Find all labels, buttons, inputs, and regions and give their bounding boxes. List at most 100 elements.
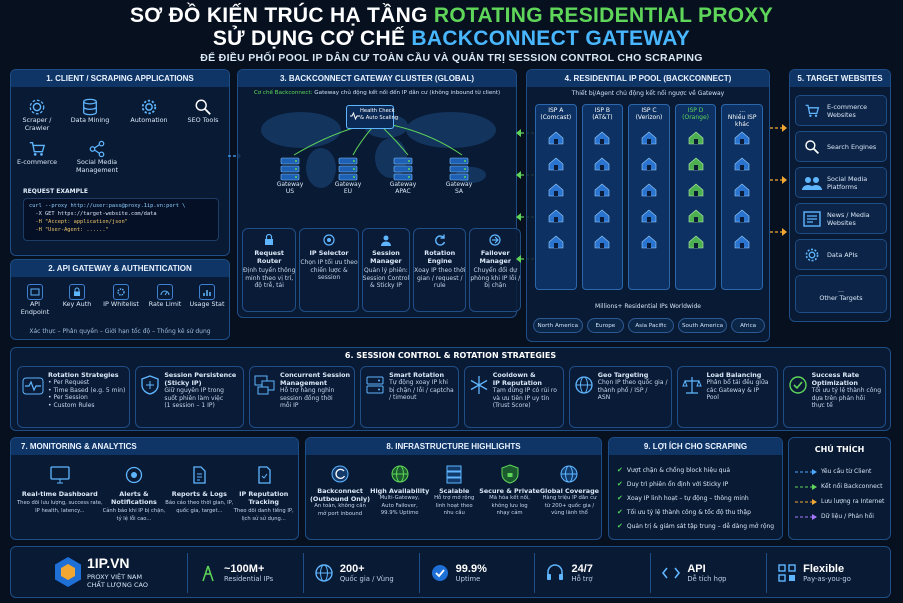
module-ip-selector: IP Selector Chọn IP tối ưu theo chiến lư… — [299, 228, 359, 312]
pool-title: 4. RESIDENTIAL IP POOL (BACKCONNECT) — [527, 70, 769, 87]
brand-name: 1IP.VN — [87, 555, 130, 571]
target-other: ... Other Targets — [795, 275, 887, 313]
module-rotation-engine: Rotation Engine Xoay IP theo thời gian /… — [413, 228, 467, 312]
server-stack-icon — [446, 465, 462, 484]
bar-chart-icon — [199, 284, 215, 300]
cart-icon — [805, 104, 820, 117]
infra-global: Global Coverage Hàng triệu IP dân cư từ … — [540, 464, 599, 518]
infra-scalable: Scalable Hỗ trợ mở rộng linh hoạt theo n… — [429, 464, 479, 518]
region-asia-pacific: Asia Pacific — [628, 318, 674, 333]
server-icon — [366, 376, 384, 394]
house-icon — [548, 209, 564, 223]
check-icon: ✔ — [617, 522, 623, 530]
client-item-seo: SEO Tools — [181, 98, 225, 124]
refresh-icon — [331, 465, 349, 483]
monitor-alerts: Alerts & Notifications Cảnh báo khi IP b… — [103, 466, 165, 523]
gateway-eu: Gateway EU — [326, 157, 370, 195]
api-title: 2. API GATEWAY & AUTHENTICATION — [11, 260, 229, 277]
check-icon: ✔ — [617, 508, 623, 516]
search-icon — [805, 139, 820, 154]
house-icon — [641, 131, 657, 145]
monitor-title: 7. MONITORING & ANALYTICS — [11, 438, 298, 455]
benefits-panel: 9. LỢI ÍCH CHO SCRAPING ✔Vượt chặn & chố… — [608, 437, 783, 540]
gateway-sa: Gateway SA — [437, 157, 481, 195]
users-icon — [802, 176, 822, 190]
house-icon — [641, 183, 657, 197]
page-subtitle: ĐỂ ĐIỀU PHỐI POOL IP DÂN CƯ TOÀN CẦU VÀ … — [200, 52, 703, 64]
globe-icon — [575, 376, 593, 394]
infra-secure: Secure & Private Mã hóa kết nối, không l… — [479, 464, 540, 518]
newspaper-icon — [803, 210, 821, 227]
health-check-box: Health Check & Auto Scaling — [346, 105, 398, 129]
check-circle-icon — [788, 376, 807, 394]
house-icon — [688, 131, 703, 145]
house-icon — [595, 157, 610, 171]
gear-icon — [29, 99, 45, 115]
request-example-title: REQUEST EXAMPLE — [23, 188, 88, 195]
api-panel: 2. API GATEWAY & AUTHENTICATION API Endp… — [10, 259, 230, 340]
region-south-america: South America — [677, 318, 728, 333]
globe-icon — [560, 465, 578, 483]
server-icon — [393, 157, 413, 181]
session-title: 6. SESSION CONTROL & ROTATION STRATEGIES — [344, 351, 557, 360]
api-item-ratelimit: Rate Limit — [145, 284, 185, 308]
legend-line-purple — [795, 513, 817, 520]
stat-residential-ips: ~100M+Residential IPs — [187, 553, 303, 593]
badge-icon — [258, 466, 271, 484]
house-icon — [688, 183, 703, 197]
gateway-apac: Gateway APAC — [381, 157, 425, 195]
api-gear-icon — [805, 248, 819, 261]
monitor-dashboard: Real-time Dashboard Theo dõi lưu lượng, … — [17, 466, 103, 523]
targets-title: 5. TARGET WEBSITES — [790, 70, 890, 87]
cluster-subtitle: Cơ chế Backconnect: Gateway chủ động kết… — [253, 90, 501, 96]
api-item-usagestat: Usage Stat — [187, 284, 227, 308]
api-caption: Xác thực – Phân quyền – Giới hạn tốc độ … — [29, 328, 211, 335]
house-icon — [688, 157, 703, 171]
infra-high-availability: High Availability Multi-Gateway, Auto Fa… — [370, 464, 429, 518]
cluster-modules: Request Router Định tuyến thông minh the… — [242, 228, 522, 312]
session-panel: 6. SESSION CONTROL & ROTATION STRATEGIES… — [10, 347, 891, 431]
house-icon — [641, 157, 657, 171]
session-rotation: Rotation Strategies• Per Request • Time … — [17, 366, 131, 428]
api-item-whitelist: IP Whitelist — [99, 284, 143, 308]
heartbeat-icon — [350, 111, 360, 121]
server-icon — [280, 157, 300, 181]
cart-icon — [29, 142, 46, 156]
house-icon — [595, 183, 610, 197]
house-icon — [641, 235, 657, 249]
legend-item-backconnect: Kết nối Backconnect — [795, 479, 884, 494]
house-icon — [548, 183, 564, 197]
user-icon — [380, 235, 391, 246]
isp-column-d: ISP D (Orange) — [674, 104, 717, 290]
benefits-list: ✔Vượt chặn & chống block hiệu quả ✔Duy t… — [617, 463, 774, 533]
legend-line-blue — [795, 468, 817, 475]
globe-icon — [315, 564, 333, 582]
monitor-reports: Reports & Logs Báo cáo theo thời gian, I… — [165, 466, 233, 523]
isp-column-c: ISP C (Verizon) — [628, 104, 670, 290]
infra-title: 8. INFRASTRUCTURE HIGHLIGHTS — [306, 438, 601, 455]
house-icon — [641, 209, 657, 223]
region-africa: Africa — [731, 318, 765, 333]
legend-list: Yêu cầu từ Client Kết nối Backconnect Lư… — [795, 464, 884, 524]
isp-column-more: ... Nhiều ISP khác — [721, 104, 763, 290]
infra-panel: 8. INFRASTRUCTURE HIGHLIGHTS Backconnect… — [305, 437, 602, 540]
house-icon — [688, 209, 703, 223]
client-item-ecommerce: E-commerce — [15, 140, 59, 166]
house-icon — [548, 131, 564, 145]
module-failover-manager: Failover Manager Chuyển đổi dự phòng khi… — [469, 228, 522, 312]
pulse-icon — [22, 377, 44, 395]
isp-columns: ISP A (Comcast) ISP B (AT&T) ISP C (Veri… — [535, 104, 763, 290]
monitor-ip-reputation: IP Reputation Tracking Theo dõi danh tiế… — [233, 466, 294, 523]
region-list: North America Europe Asia Pacific South … — [533, 318, 765, 333]
legend-item-internet: Lưu lượng ra Internet — [795, 494, 884, 509]
cluster-title: 3. BACKCONNECT GATEWAY CLUSTER (GLOBAL) — [238, 70, 516, 87]
monitor-items: Real-time Dashboard Theo dõi lưu lượng, … — [17, 466, 294, 523]
windows-icon — [254, 375, 275, 395]
module-request-router: Request Router Định tuyến thông minh the… — [242, 228, 297, 312]
house-icon — [688, 235, 703, 249]
